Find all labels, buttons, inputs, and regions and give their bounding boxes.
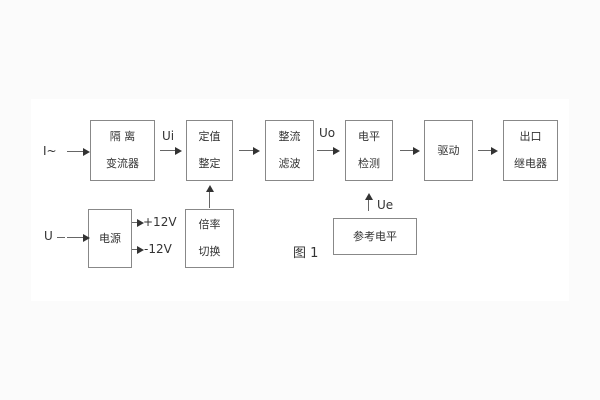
- label-plus-12v: +12V: [143, 215, 177, 229]
- block-isolation-transformer: 隔 离 变流器: [90, 120, 155, 181]
- arrow-setpoint-to-rectifier: [239, 146, 260, 155]
- label-uo: Uo: [318, 126, 336, 140]
- block-label: 电平: [358, 130, 380, 143]
- arrow-plus-rail: [132, 218, 144, 227]
- arrow-ue: [364, 193, 373, 211]
- block-label: 整定: [198, 157, 221, 170]
- label-input-voltage: U: [44, 229, 53, 243]
- block-label: 隔 离: [109, 130, 136, 143]
- block-rectifier-filter: 整流 滤波: [265, 120, 314, 181]
- arrow-ui: [160, 146, 182, 155]
- arrow-uo: [317, 146, 340, 155]
- block-label: 电源: [99, 231, 121, 245]
- label-ui: Ui: [161, 129, 175, 143]
- arrow-minus-rail: [132, 245, 144, 254]
- arrow-ratio-to-setpoint: [205, 185, 214, 208]
- block-level-detector: 电平 检测: [345, 120, 393, 181]
- block-label: 倍率: [198, 218, 221, 231]
- block-label: 滤波: [278, 157, 301, 170]
- arrow-input-current: [67, 147, 90, 156]
- block-label: 参考电平: [353, 229, 397, 243]
- block-label: 检测: [358, 157, 380, 170]
- block-ratio-switch: 倍率 切换: [185, 209, 234, 268]
- block-label: 定值: [198, 130, 221, 143]
- label-ue: Ue: [377, 198, 394, 212]
- arrow-driver-to-relay: [478, 146, 498, 155]
- block-driver: 驱动: [424, 120, 473, 181]
- label-input-current: I~: [43, 144, 57, 158]
- block-setpoint-adjust: 定值 整定: [186, 120, 233, 181]
- block-label: 继电器: [514, 157, 547, 170]
- block-reference-level: 参考电平: [333, 218, 417, 255]
- block-power-supply: 电源: [88, 209, 132, 268]
- block-label: 变流器: [106, 157, 139, 170]
- block-label: 整流: [278, 130, 301, 143]
- block-output-relay: 出口 继电器: [503, 120, 558, 181]
- block-label: 出口: [519, 130, 542, 143]
- input-voltage-lead-line: [57, 237, 65, 238]
- figure-caption: 图 1: [293, 246, 319, 261]
- block-label: 驱动: [437, 143, 460, 157]
- block-label: 切换: [198, 245, 221, 258]
- arrow-detector-to-driver: [400, 146, 420, 155]
- label-minus-12v: -12V: [144, 242, 172, 256]
- arrow-input-voltage: [67, 233, 90, 242]
